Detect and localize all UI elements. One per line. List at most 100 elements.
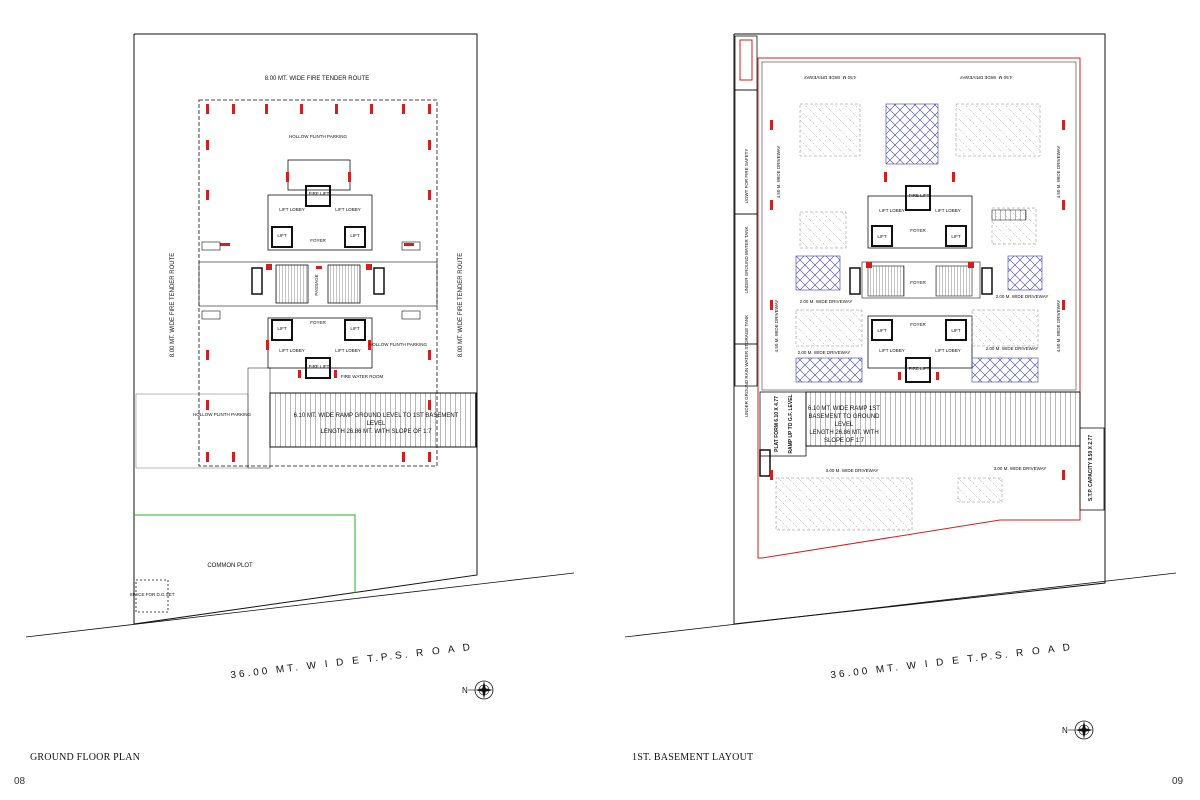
driveway-bottom-left: 3.00 M. WIDE DRIVEWAY bbox=[826, 468, 879, 473]
ramp-label-5: SLOPE OF 1:7 bbox=[824, 438, 865, 444]
utility-box bbox=[401, 310, 421, 320]
basement-inner-line bbox=[761, 61, 1077, 391]
duct-right bbox=[981, 267, 993, 295]
fire-pump-box bbox=[739, 39, 753, 81]
ramp-label-2: LEVEL bbox=[367, 421, 386, 427]
fire-lift-box bbox=[305, 357, 331, 379]
driveway-mid-right: 2.00 M. WIDE DRIVEWAY bbox=[996, 294, 1049, 299]
hollow-plinth-label: HOLLOW PLINTH PARKING bbox=[369, 342, 427, 347]
fire-water-room-label: FIRE WATER ROOM bbox=[341, 374, 384, 379]
ugwt-fire-label: UGWT FOR FIRE SAFETY bbox=[744, 149, 749, 204]
parking-bays bbox=[775, 103, 1043, 531]
ramp-label-1: 6.10 MT. WIDE RAMP 1ST bbox=[808, 406, 880, 412]
central-passage bbox=[198, 261, 438, 307]
driveway-bottom-right: 3.00 M. WIDE DRIVEWAY bbox=[994, 466, 1047, 471]
structural-columns bbox=[206, 104, 431, 462]
rain-water-tank-box bbox=[734, 343, 758, 387]
stair-left bbox=[275, 264, 309, 304]
ramp-label-1: 6.10 MT. WIDE RAMP GROUND LEVEL TO 1ST B… bbox=[294, 413, 459, 419]
dg-set-box bbox=[135, 579, 169, 613]
stair-core bbox=[861, 261, 981, 299]
passage-label: PASSAGE bbox=[314, 274, 319, 295]
driveway-mid-left: 2.00 M. WIDE DRIVEWAY bbox=[800, 299, 853, 304]
driveway-top-right: 4.50 M. WIDE DRIVEWAY bbox=[960, 75, 1013, 80]
fire-lift-label: FIRE LIFT bbox=[909, 366, 930, 371]
lift-label: LIFT bbox=[350, 326, 360, 331]
rain-water-tank-label: UNDER GROUND RAIN WATER STORAGE TANK bbox=[744, 315, 749, 417]
lift-lobby-label: LIFT LOBBY bbox=[335, 207, 360, 212]
lift-label: LIFT bbox=[951, 328, 961, 333]
foyer-label: FOYER bbox=[310, 320, 326, 325]
fire-lift-label: FIRE LIFT bbox=[309, 364, 330, 369]
ug-water-tank-label: UNDER GROUND WATER TANK bbox=[744, 226, 749, 293]
driveway-vert-right-upper: 4.50 M. WIDE DRIVEWAY bbox=[1056, 146, 1061, 199]
plan-title-left: GROUND FLOOR PLAN bbox=[30, 752, 141, 763]
dg-set-label: SPACE FOR D.G.SET bbox=[130, 592, 175, 597]
parking-zone bbox=[135, 393, 249, 469]
lift-box bbox=[344, 319, 366, 341]
lift-lobby-label: LIFT LOBBY bbox=[935, 208, 960, 213]
stair-right bbox=[327, 264, 361, 304]
utility-box bbox=[201, 241, 221, 251]
page-number-right: 09 bbox=[1172, 776, 1184, 787]
stp-label: S.T.P. CAPACITY 9.50 X 2.77 bbox=[1088, 435, 1094, 501]
driveway-vert-left-upper: 4.50 M. WIDE DRIVEWAY bbox=[776, 146, 781, 199]
common-plot-label: COMMON PLOT bbox=[207, 563, 253, 569]
driveway-lower-right: 2.00 M. WIDE DRIVEWAY bbox=[986, 346, 1039, 351]
foyer-label: FOYER bbox=[910, 228, 926, 233]
driveway-lower-left: 2.00 M. WIDE DRIVEWAY bbox=[798, 350, 851, 355]
foyer-label: FOYER bbox=[910, 280, 926, 285]
road-label: 36.00 MT. W I D E T.P.S. R O A D bbox=[830, 642, 1074, 681]
hollow-plinth-label: HOLLOW PLINTH PARKING bbox=[193, 412, 251, 417]
ramp-basement-to-ground bbox=[805, 391, 1081, 447]
utility-box bbox=[201, 310, 221, 320]
lift-label: LIFT bbox=[951, 234, 961, 239]
basement-boundary bbox=[757, 57, 1081, 559]
fire-lift-label: FIRE LIFT bbox=[909, 193, 930, 198]
driveway-vert-left-lower: 4.50 M. WIDE DRIVEWAY bbox=[774, 300, 779, 353]
lift-label: LIFT bbox=[877, 328, 887, 333]
lift-box bbox=[871, 225, 893, 247]
duct-left bbox=[251, 267, 263, 295]
fire-route-top-label: 8.00 MT. WIDE FIRE TENDER ROUTE bbox=[265, 76, 370, 82]
stp-box bbox=[1079, 427, 1105, 511]
fire-lift-label: FIRE LIFT bbox=[309, 191, 330, 196]
lift-lobby-label: LIFT LOBBY bbox=[335, 348, 360, 353]
lift-box bbox=[271, 226, 293, 248]
hollow-plinth-label: HOLLOW PLINTH PARKING bbox=[289, 134, 347, 139]
driveway-vert-right-lower: 4.50 M. WIDE DRIVEWAY bbox=[1056, 300, 1061, 353]
road-edge-line bbox=[624, 572, 1177, 638]
north-arrow-icon: N bbox=[462, 680, 494, 700]
lift-label: LIFT bbox=[277, 326, 287, 331]
duct-left bbox=[849, 267, 861, 295]
stair-left bbox=[867, 265, 905, 297]
utility-box bbox=[401, 241, 421, 251]
lift-box bbox=[945, 319, 967, 341]
road-edge-line bbox=[25, 572, 575, 638]
lift-lobby-label: LIFT LOBBY bbox=[279, 348, 304, 353]
plot-boundary bbox=[733, 33, 1106, 625]
duct-box bbox=[759, 449, 771, 477]
lift-box bbox=[945, 225, 967, 247]
ramp-label-2: BASEMENT TO GROUND bbox=[808, 414, 880, 420]
lift-label: LIFT bbox=[877, 234, 887, 239]
structural-columns bbox=[770, 120, 1065, 480]
fire-lift-box bbox=[905, 185, 931, 211]
plot-boundary bbox=[133, 33, 478, 625]
lift-box bbox=[344, 226, 366, 248]
north-arrow-icon: N bbox=[1062, 720, 1094, 740]
fire-route-right-label: 8.00 MT. WIDE FIRE TENDER ROUTE bbox=[458, 253, 464, 358]
driveway-top-left: 4.50 M. WIDE DRIVEWAY bbox=[804, 75, 857, 80]
svg-text:N: N bbox=[1062, 726, 1068, 735]
duct-right bbox=[373, 267, 385, 295]
ramp-label-3: LEVEL bbox=[835, 422, 854, 428]
lift-label: LIFT bbox=[277, 233, 287, 238]
lift-lobby-label: LIFT LOBBY bbox=[879, 348, 904, 353]
ground-floor-plan: 8.00 MT. WIDE FIRE TENDER ROUTE 8.00 MT.… bbox=[25, 33, 575, 700]
fire-lift-box bbox=[905, 357, 931, 383]
page-number-left: 08 bbox=[14, 776, 26, 787]
foyer-label: FOYER bbox=[910, 322, 926, 327]
fire-lift-box bbox=[305, 185, 331, 207]
upper-core bbox=[867, 195, 973, 249]
